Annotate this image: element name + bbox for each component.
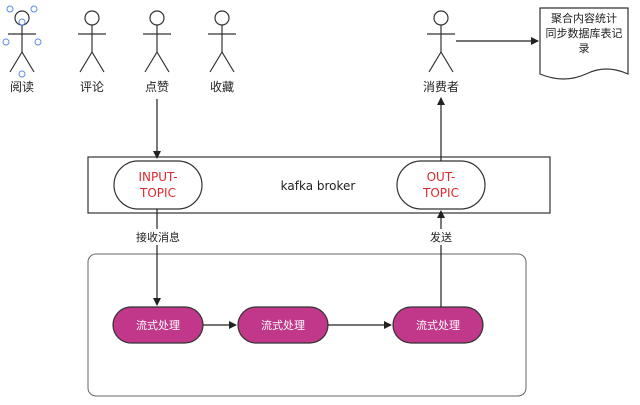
send-label-bg [426,229,456,245]
person-icon [427,10,455,73]
actor-collect-label: 收藏 [210,80,234,94]
person-icon [8,10,36,73]
output-topic-label-line-1: OUT- [427,170,456,184]
input-topic-node: INPUT- TOPIC [113,160,203,210]
person-icon [78,10,106,73]
output-topic-node: OUT- TOPIC [396,160,486,210]
output-topic-label-line-2: TOPIC [422,186,459,200]
actor-read: 阅读 [2,5,42,94]
document-text-line-1: 聚合内容统计 [551,11,617,25]
selection-handles [2,5,42,78]
process-node-1: 流式处理 [112,306,204,344]
edge-send-label: 发送 [430,230,452,244]
receive-label-bg [133,229,183,245]
actor-collect: 收藏 [208,10,236,94]
process-node-3: 流式处理 [392,306,484,344]
actor-like-label: 点赞 [145,80,169,94]
process-node-2: 流式处理 [237,306,329,344]
document-node: 聚合内容统计 同步数据库表记 录 [539,7,629,80]
process-node-1-label: 流式处理 [136,318,180,332]
person-icon [208,10,236,73]
actor-consumer: 消费者 [423,10,459,94]
actor-consumer-label: 消费者 [423,80,459,94]
actor-comment: 评论 [78,10,106,94]
kafka-broker-label: kafka broker [281,179,356,193]
process-node-3-label: 流式处理 [416,318,460,332]
input-topic-label-line-1: INPUT- [138,170,177,184]
actor-like: 点赞 [143,10,171,94]
document-text-line-3: 录 [579,42,590,55]
process-node-2-label: 流式处理 [261,318,305,332]
actor-comment-label: 评论 [80,80,104,94]
person-icon [143,10,171,73]
actor-read-label: 阅读 [10,80,34,94]
input-topic-label-line-2: TOPIC [139,186,176,200]
document-text-line-2: 同步数据库表记 [546,26,623,40]
edge-receive-label: 接收消息 [136,230,180,244]
